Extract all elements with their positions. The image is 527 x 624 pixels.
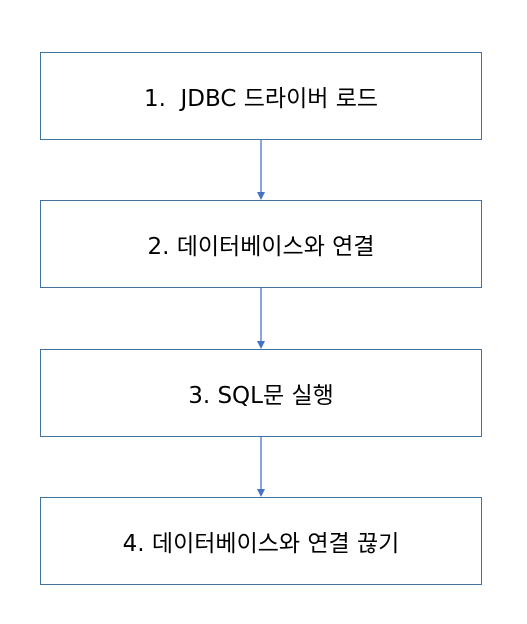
step-box-2: 2. 데이터베이스와 연결: [40, 200, 482, 288]
step-box-4: 4. 데이터베이스와 연결 끊기: [40, 497, 482, 585]
step-box-1: 1. JDBC 드라이버 로드: [40, 52, 482, 140]
step-box-3: 3. SQL문 실행: [40, 349, 482, 437]
step-label-1: 1. JDBC 드라이버 로드: [143, 86, 379, 112]
step-label-4: 4. 데이터베이스와 연결 끊기: [122, 531, 400, 557]
step-label-3: 3. SQL문 실행: [188, 383, 334, 409]
step-label-2: 2. 데이터베이스와 연결: [147, 234, 375, 260]
